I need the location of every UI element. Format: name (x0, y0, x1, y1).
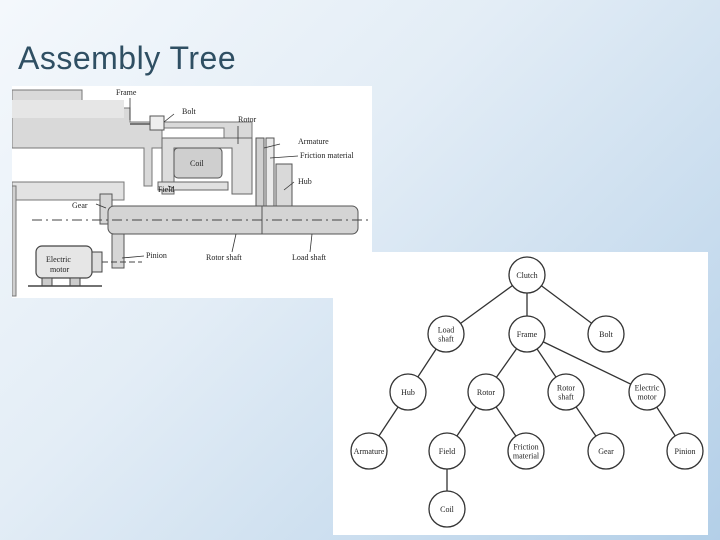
tree-node-label: motor (637, 393, 656, 402)
label-armature: Armature (298, 137, 329, 146)
tree-node-circle (666, 432, 704, 470)
tree-node-circle (467, 373, 505, 411)
tree-node-label: Armature (354, 447, 385, 456)
tree-node-label: Hub (401, 388, 415, 397)
tree-node-pinion: Pinion (666, 432, 704, 470)
label-rotor: Rotor (238, 115, 257, 124)
tree-node-hub: Hub (389, 373, 427, 411)
label-electric-motor-line2: motor (50, 265, 69, 274)
tree-node-circle (507, 432, 545, 470)
tree-node-label: Electric (635, 384, 660, 393)
label-bolt: Bolt (182, 107, 197, 116)
tree-node-circle (508, 256, 546, 294)
tree-node-label: Load (438, 326, 454, 335)
tree-node-circle (587, 432, 625, 470)
tree-node-label: Field (439, 447, 455, 456)
tree-node-label: shaft (438, 335, 454, 344)
tree-node-circle (587, 315, 625, 353)
tree-node-circle (389, 373, 427, 411)
label-frame: Frame (116, 88, 137, 97)
tree-node-circle (427, 315, 465, 353)
tree-node-clutch: Clutch (508, 256, 546, 294)
tree-node-coil: Coil (428, 490, 466, 528)
tree-node-label: material (513, 452, 540, 461)
tree-node-label: Friction (513, 443, 538, 452)
tree-node-label: Frame (517, 330, 538, 339)
tree-node-armature: Armature (350, 432, 388, 470)
tree-node-circle (508, 315, 546, 353)
label-electric-motor-line1: Electric (46, 255, 71, 264)
tree-edge-frame-to-electric-motor (526, 333, 648, 393)
tree-node-circle (350, 432, 388, 470)
tree-node-field: Field (428, 432, 466, 470)
clutch-cross-section-diagram: Frame Bolt Rotor Armature Friction mater… (11, 86, 372, 298)
tree-node-label: Rotor (557, 384, 576, 393)
label-gear: Gear (72, 201, 88, 210)
tree-node-label: Bolt (599, 330, 614, 339)
label-friction-material: Friction material (300, 151, 354, 160)
tree-node-circle (547, 373, 585, 411)
label-hub: Hub (298, 177, 312, 186)
tree-node-label: Rotor (477, 388, 496, 397)
tree-node-label: Clutch (516, 271, 537, 280)
tree-node-rotor: Rotor (467, 373, 505, 411)
label-rotor-shaft: Rotor shaft (206, 253, 243, 262)
tree-node-circle (628, 373, 666, 411)
tree-node-circle (428, 490, 466, 528)
tree-node-frame: Frame (508, 315, 546, 353)
label-field: Field (158, 185, 174, 194)
tree-node-bolt: Bolt (587, 315, 625, 353)
label-load-shaft: Load shaft (292, 253, 327, 262)
tree-node-label: Coil (440, 505, 455, 514)
label-pinion: Pinion (146, 251, 167, 260)
tree-node-label: shaft (558, 393, 574, 402)
tree-node-label: Gear (598, 447, 614, 456)
tree-node-circle (428, 432, 466, 470)
tree-node-label: Pinion (675, 447, 696, 456)
tree-node-gear: Gear (587, 432, 625, 470)
slide-title: Assembly Tree (18, 40, 237, 76)
label-coil: Coil (190, 159, 205, 168)
